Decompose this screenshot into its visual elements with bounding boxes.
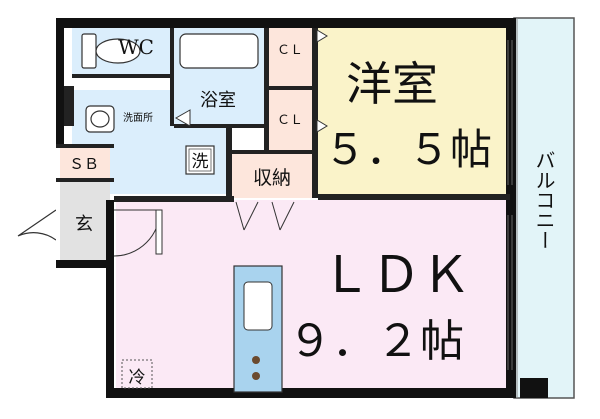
storage-area	[232, 153, 316, 198]
closet-1-door-icon	[316, 29, 328, 43]
stove-burner-icon	[252, 372, 260, 380]
entrance-door-icon	[17, 209, 57, 241]
closet-2-label: ＣＬ	[277, 113, 303, 128]
entrance-area	[60, 182, 110, 260]
bath-label: 浴室	[200, 90, 236, 111]
washer-box	[185, 145, 215, 175]
closet-2-door-icon	[316, 119, 328, 133]
ldk-label: ＬＤＫ	[321, 246, 471, 304]
balcony-area	[513, 17, 575, 399]
washroom-label: 洗面所	[123, 112, 153, 124]
shoe-box-label: ＳＢ	[69, 155, 99, 173]
storage-door-icon	[235, 201, 295, 231]
balcony-window	[507, 40, 513, 370]
closet-1-area	[268, 28, 316, 86]
bath-door-icon	[174, 109, 191, 127]
ldk-size: ９．２帖	[288, 316, 464, 367]
stove-burner-icon	[252, 356, 260, 364]
western-room-size: ５．５帖	[324, 125, 492, 174]
ldk-area	[116, 200, 512, 396]
bathtub-icon	[179, 33, 259, 69]
toilet-icon	[81, 33, 141, 69]
washer-label: 洗	[192, 152, 209, 172]
western-room-label: 洋室	[346, 57, 438, 111]
wc-label: WC	[118, 35, 154, 59]
shoe-box-area	[60, 148, 110, 178]
western-room-area	[316, 28, 512, 196]
outer-walls	[56, 18, 548, 398]
sink-icon	[243, 281, 273, 331]
storage-label: 収納	[253, 167, 291, 189]
balcony-label: バルコニー	[532, 150, 556, 250]
closet-1-label: ＣＬ	[277, 43, 303, 58]
closet-2-area	[268, 90, 316, 150]
fridge-label: 冷	[129, 368, 146, 388]
entrance-label: 玄	[75, 214, 93, 235]
washbasin-icon	[85, 105, 115, 133]
fridge-box	[121, 359, 153, 389]
inner-walls	[56, 28, 510, 202]
